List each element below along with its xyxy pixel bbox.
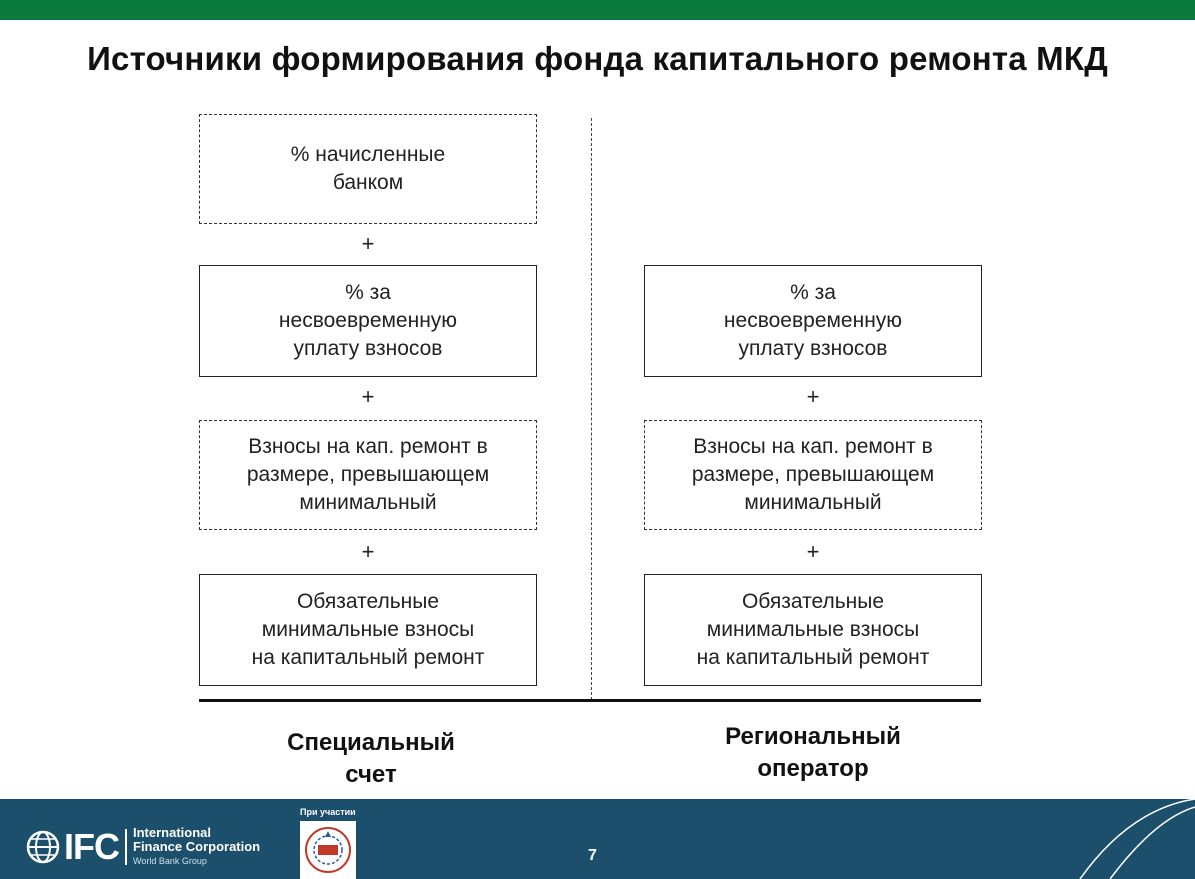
ifc-name-line1: International [133, 825, 212, 840]
page-number: 7 [588, 847, 597, 864]
ifc-name-line3: World Bank Group [133, 856, 207, 866]
ifc-separator [125, 829, 127, 865]
left-box-bank-interest: % начисленные банком [199, 114, 537, 224]
top-accent-bar [0, 0, 1195, 20]
label-regional-operator: Региональный оператор [725, 723, 901, 782]
left-box-excess-contributions: Взносы на кап. ремонт в размере, превыша… [199, 420, 537, 530]
ifc-acronym: IFC [64, 826, 120, 867]
globe-icon [26, 830, 60, 864]
right-box-excess-contributions: Взносы на кап. ремонт в размере, превыша… [644, 420, 982, 530]
base-line [199, 699, 981, 702]
footer-bar: IFC International Finance Corporation Wo… [0, 799, 1195, 879]
left-box-late-payment: % за несвоевременную уплату взносов [199, 265, 537, 377]
association-logo [300, 821, 356, 879]
right-box-late-payment: % за несвоевременную уплату взносов [644, 265, 982, 377]
label-special-account: Специальный счет [287, 729, 455, 788]
partner-label: При участии [300, 807, 356, 817]
left-plus-3: + [361, 539, 375, 564]
right-plus-1: + [806, 384, 820, 409]
right-box-mandatory-contributions: Обязательные минимальные взносы на капит… [644, 574, 982, 686]
column-divider [591, 118, 592, 700]
left-box-mandatory-contributions: Обязательные минимальные взносы на капит… [199, 574, 537, 686]
left-plus-2: + [361, 384, 375, 409]
ifc-full-name: International Finance Corporation World … [133, 826, 260, 868]
left-plus-1: + [361, 231, 375, 256]
ifc-name-line2: Finance Corporation [133, 839, 261, 854]
association-emblem-icon [305, 827, 351, 873]
right-plus-2: + [806, 539, 820, 564]
slide-title: Источники формирования фонда капитальног… [87, 40, 1108, 77]
ifc-logo: IFC International Finance Corporation Wo… [26, 826, 260, 868]
decorative-arcs [1079, 799, 1195, 879]
